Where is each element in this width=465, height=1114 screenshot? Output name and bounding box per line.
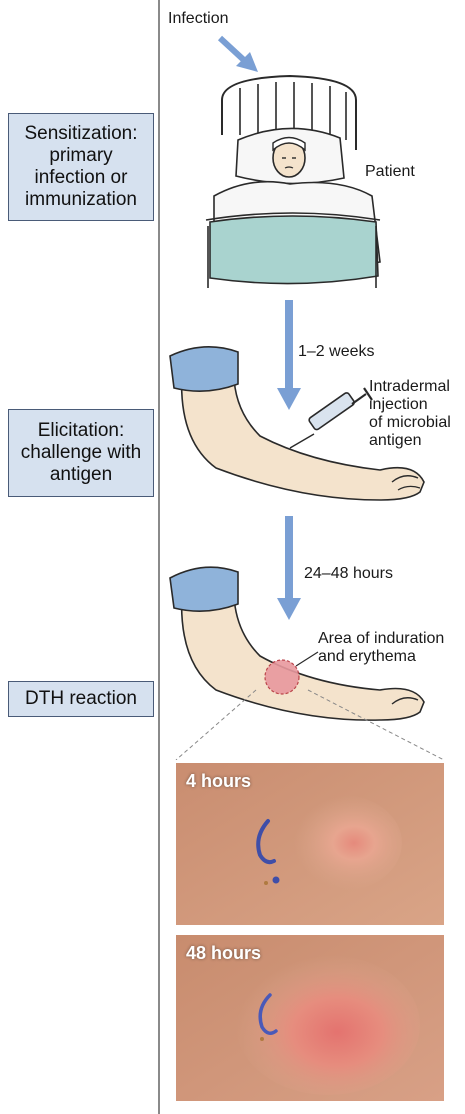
- photo-label-48-hours: 48 hours: [186, 943, 261, 964]
- injection-label: Intradermal injection of microbial antig…: [369, 378, 451, 450]
- patient-in-bed-illustration: [206, 76, 380, 288]
- skin-photo-48-hours: 48 hours: [176, 935, 444, 1101]
- weeks-interval-label: 1–2 weeks: [298, 343, 375, 361]
- photo-label-4-hours: 4 hours: [186, 771, 251, 792]
- hours-interval-label: 24–48 hours: [304, 565, 393, 583]
- patient-label: Patient: [365, 163, 415, 181]
- time-arrow-hours: [277, 516, 301, 620]
- skin-photo-4-hours: 4 hours: [176, 763, 444, 925]
- infection-arrow: [220, 38, 258, 72]
- infection-label: Infection: [168, 10, 228, 28]
- induration-area-label: Area of induration and erythema: [318, 630, 444, 666]
- syringe-icon: [290, 388, 372, 448]
